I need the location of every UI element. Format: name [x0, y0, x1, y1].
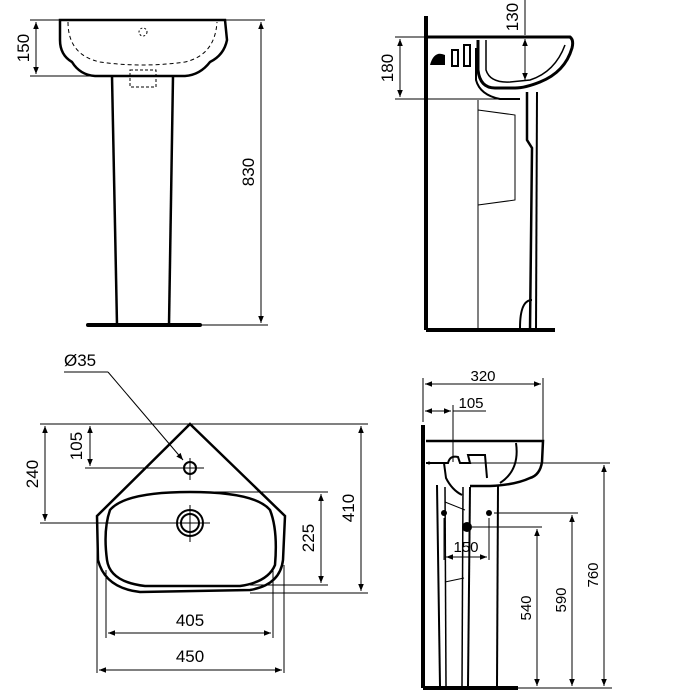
fitting [430, 53, 445, 65]
waste-outlet [462, 522, 472, 532]
pedestal-right-edge [167, 75, 175, 326]
dim-105b-label: 105 [458, 395, 483, 412]
installation-elevation-view: 320 105 150 540 590 760 [421, 368, 612, 690]
dim-240-label: 240 [23, 460, 42, 488]
dim-150-label: 150 [14, 34, 33, 62]
dim-450-label: 450 [176, 647, 204, 666]
dim-830-label: 830 [239, 158, 258, 186]
pedestal-front [525, 92, 534, 331]
supply-left [441, 510, 447, 516]
bowl-inner [485, 40, 566, 83]
basin-side-outline [426, 35, 575, 90]
dim-130-label: 130 [503, 3, 522, 31]
plan-view: Ø35 105 240 225 410 405 450 [23, 351, 368, 673]
dim-105-label: 105 [67, 432, 86, 460]
bowl-plan-outline [104, 490, 278, 588]
supply-right [486, 510, 492, 516]
front-elevation-view: 150 830 [14, 18, 268, 327]
dim-405-label: 405 [176, 611, 204, 630]
dim-760-label: 760 [585, 562, 602, 587]
dim-540-label: 540 [518, 595, 535, 620]
basin-plan-outline [95, 422, 287, 594]
side-elevation-view: 180 130 [378, 0, 575, 332]
dim-320-label: 320 [470, 368, 495, 385]
dim-590-label: 590 [553, 587, 570, 612]
basin-outline [426, 439, 545, 488]
waste-hidden [129, 69, 157, 88]
dim-150b-label: 150 [453, 539, 478, 556]
dim-180-label: 180 [378, 54, 397, 82]
basin-front-outline [58, 18, 229, 78]
tap-hole-hidden [138, 27, 148, 37]
dim-225-label: 225 [299, 524, 318, 552]
bowl-hidden-line [67, 21, 218, 66]
pedestal-left-edge [110, 75, 119, 326]
dim-d35-label: Ø35 [64, 351, 96, 370]
dim-410-label: 410 [339, 494, 358, 522]
